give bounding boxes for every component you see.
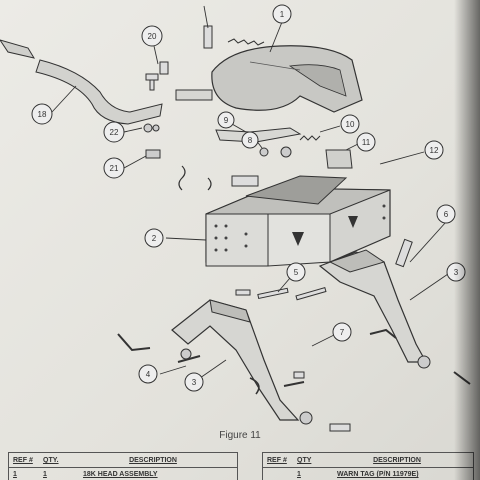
col-qty: QTY	[297, 457, 312, 464]
callout-1: 1	[272, 4, 292, 24]
svg-text:3: 3	[192, 378, 197, 387]
table-header: REF # QTY. DESCRIPTION	[9, 453, 237, 468]
svg-text:6: 6	[444, 210, 449, 219]
svg-text:11: 11	[362, 138, 371, 147]
svg-text:4: 4	[146, 370, 151, 379]
torsion-spring-part	[178, 165, 259, 191]
small-hardware-part	[143, 123, 161, 159]
exploded-parts-diagram: 1 2 3 3 4 5 6 7 8 9 10 11 12 18 20 21 22	[0, 4, 471, 432]
svg-text:18: 18	[38, 110, 47, 119]
table-row: 1 1 18K HEAD ASSEMBLY	[13, 471, 158, 478]
callout-8: 8	[241, 131, 259, 149]
leader-lines	[51, 5, 449, 379]
svg-text:1: 1	[280, 10, 285, 19]
pin-hardware-part	[117, 287, 471, 432]
bolt-6-part	[395, 238, 413, 268]
page-edge-shadow	[454, 0, 480, 480]
right-leg-part	[318, 249, 431, 369]
col-qty: QTY.	[43, 457, 59, 464]
svg-text:2: 2	[152, 234, 157, 243]
head-assembly-part	[211, 45, 363, 113]
callout-6: 6	[436, 204, 456, 224]
bracket-plate-part	[175, 89, 213, 101]
callout-20: 20	[141, 25, 163, 47]
svg-text:7: 7	[340, 328, 345, 337]
col-ref: REF #	[13, 457, 33, 464]
svg-text:10: 10	[346, 120, 355, 129]
callout-4: 4	[138, 364, 158, 384]
svg-text:9: 9	[224, 116, 229, 125]
figure-caption: Figure 11	[219, 430, 261, 441]
callout-3b: 3	[184, 372, 204, 392]
table-header: REF # QTY DESCRIPTION	[263, 453, 473, 468]
callout-2: 2	[144, 228, 164, 248]
left-leg-part	[171, 299, 313, 425]
svg-text:21: 21	[110, 164, 119, 173]
callout-markers: 1 2 3 3 4 5 6 7 8 9 10 11 12 18 20 21 22	[31, 4, 466, 392]
svg-text:8: 8	[248, 136, 253, 145]
callout-18: 18	[31, 103, 53, 125]
callout-22: 22	[103, 121, 125, 143]
callout-12: 12	[424, 140, 444, 160]
spring-pin-part	[203, 25, 265, 49]
callout-10: 10	[340, 114, 360, 134]
col-description: DESCRIPTION	[129, 457, 177, 464]
callout-7: 7	[332, 322, 352, 342]
callout-21: 21	[103, 157, 125, 179]
base-frame-part	[205, 175, 391, 267]
svg-text:12: 12	[430, 146, 439, 155]
callout-9: 9	[217, 111, 235, 129]
callout-5: 5	[286, 262, 306, 282]
col-ref: REF #	[267, 457, 287, 464]
col-description: DESCRIPTION	[373, 457, 421, 464]
latch-linkage-part	[215, 127, 353, 169]
parts-table-left: REF # QTY. DESCRIPTION 1 1 18K HEAD ASSE…	[8, 452, 238, 480]
svg-text:22: 22	[110, 128, 119, 137]
table-row: 1 WARN TAG (P/N 11979E)	[297, 471, 419, 478]
callout-11: 11	[356, 132, 376, 152]
bolt-part	[145, 61, 169, 91]
parts-table-right: REF # QTY DESCRIPTION 1 WARN TAG (P/N 11…	[262, 452, 474, 480]
pull-handle-part	[0, 39, 163, 125]
svg-text:20: 20	[148, 32, 157, 41]
svg-text:5: 5	[294, 268, 299, 277]
